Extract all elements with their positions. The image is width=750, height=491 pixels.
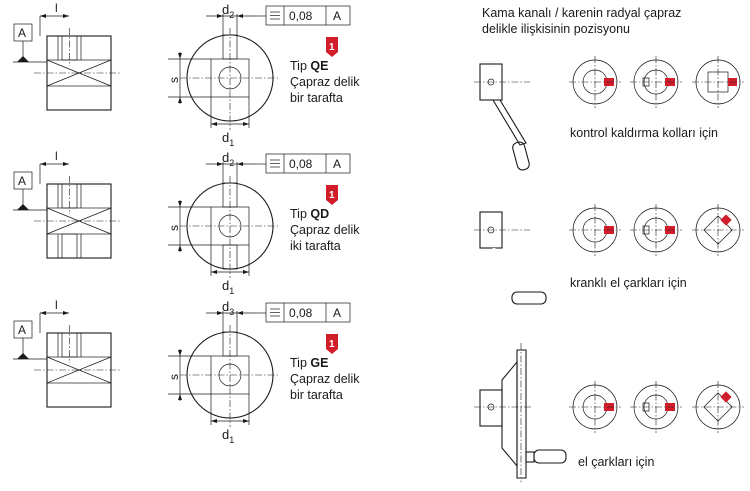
description-line-2: bir tarafta bbox=[290, 91, 343, 105]
hub-section-view: lA bbox=[13, 1, 120, 111]
badge-number: 1 bbox=[329, 190, 335, 201]
tolerance-frame: 0,08 A bbox=[265, 153, 351, 174]
length-label: l bbox=[55, 1, 58, 15]
tolerance-value: 0,08 bbox=[289, 306, 313, 320]
keynub-washer-icon-2 bbox=[629, 203, 683, 257]
square-washer-icon bbox=[691, 55, 745, 109]
datum-label: A bbox=[18, 323, 26, 337]
keynub-washer-icon bbox=[629, 55, 683, 109]
lever-illustration bbox=[474, 63, 530, 171]
s-label: s bbox=[167, 374, 181, 380]
top-dimension-label: d3 bbox=[222, 299, 234, 317]
info-badge: 1 bbox=[326, 37, 338, 57]
badge-number: 1 bbox=[329, 339, 335, 350]
info-badge: 1 bbox=[326, 334, 338, 354]
tolerance-datum: A bbox=[333, 306, 341, 320]
header-line-2: delikle ilişkisinin pozisyonu bbox=[482, 22, 630, 36]
diamond-washer-icon-2 bbox=[691, 380, 745, 434]
type-label: Tip QE bbox=[290, 59, 328, 73]
top-dimension-label: d2 bbox=[222, 2, 234, 20]
description-line-2: iki tarafta bbox=[290, 239, 341, 253]
usage-row-1: kontrol kaldırma kolları için bbox=[570, 126, 718, 140]
badge-number: 1 bbox=[329, 42, 335, 53]
datum-label: A bbox=[18, 174, 26, 188]
bottom-dimension-label: d1 bbox=[222, 130, 234, 148]
hub-section-view: lA bbox=[13, 298, 120, 408]
info-badge: 1 bbox=[326, 185, 338, 205]
description-line-1: Çapraz delik bbox=[290, 75, 360, 89]
type-label: Tip GE bbox=[290, 356, 328, 370]
usage-row-2: kranklı el çarkları için bbox=[570, 276, 687, 290]
bottom-dimension-label: d1 bbox=[222, 278, 234, 296]
usage-row-3: el çarkları için bbox=[578, 455, 654, 469]
top-dimension-label: d2 bbox=[222, 150, 234, 168]
hub-front-view: s d3 0,08 Ad1 bbox=[167, 299, 351, 445]
description-line-2: bir tarafta bbox=[290, 388, 343, 402]
keyslot-washer-icon bbox=[568, 55, 622, 109]
length-label: l bbox=[55, 149, 58, 163]
tolerance-value: 0,08 bbox=[289, 9, 313, 23]
length-label: l bbox=[55, 298, 58, 312]
keynub-washer-icon-3 bbox=[629, 380, 683, 434]
keyslot-washer-icon-2 bbox=[568, 203, 622, 257]
description-line-1: Çapraz delik bbox=[290, 372, 360, 386]
hub-front-view: s d2 0,08 Ad1 bbox=[167, 2, 351, 148]
datum-label: A bbox=[18, 26, 26, 40]
handwheel-illustration bbox=[474, 343, 567, 482]
keyslot-washer-icon-3 bbox=[568, 380, 622, 434]
hub-front-view: s d2 0,08 Ad1 bbox=[167, 150, 351, 296]
hub-section-view: lA bbox=[13, 149, 120, 259]
bottom-dimension-label: d1 bbox=[222, 427, 234, 445]
s-label: s bbox=[167, 225, 181, 231]
type-label: Tip QD bbox=[290, 207, 329, 221]
crank-illustration bbox=[474, 211, 547, 305]
tolerance-frame: 0,08 A bbox=[265, 302, 351, 323]
tolerance-datum: A bbox=[333, 157, 341, 171]
header-line-1: Kama kanalı / karenin radyal çapraz bbox=[482, 6, 681, 20]
description-line-1: Çapraz delik bbox=[290, 223, 360, 237]
diamond-washer-icon bbox=[691, 203, 745, 257]
tolerance-datum: A bbox=[333, 9, 341, 23]
tolerance-value: 0,08 bbox=[289, 157, 313, 171]
s-label: s bbox=[167, 77, 181, 83]
tolerance-frame: 0,08 A bbox=[265, 5, 351, 26]
